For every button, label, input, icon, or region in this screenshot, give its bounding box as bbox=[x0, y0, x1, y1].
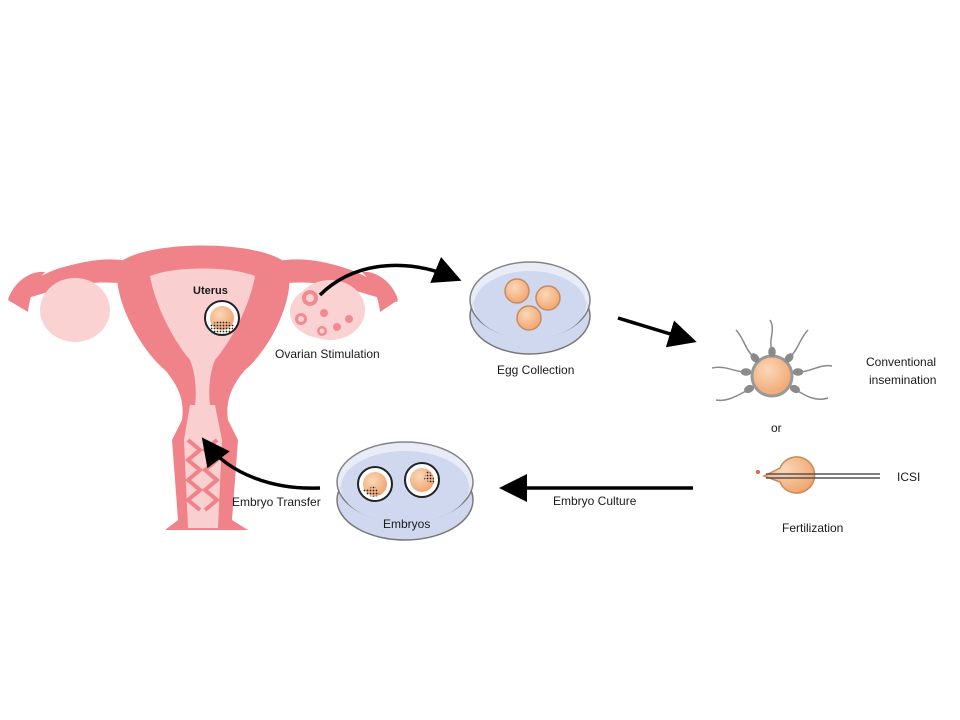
egg-cell-icon bbox=[504, 278, 530, 304]
ovary-icon bbox=[290, 286, 354, 338]
conventional-insemination-label-line2: insemination bbox=[869, 373, 937, 387]
ovarian-stimulation-label: Ovarian Stimulation bbox=[275, 347, 380, 361]
cervical-canal bbox=[184, 405, 222, 528]
petri-dish-icon bbox=[469, 261, 591, 355]
egg-cell-icon bbox=[535, 285, 561, 311]
embryos-label: Embryos bbox=[383, 517, 431, 531]
conventional-insemination-label-line1: Conventional bbox=[866, 355, 937, 369]
sperm-icon bbox=[711, 319, 833, 402]
uterus-illustration bbox=[8, 245, 398, 530]
egg-cell-icon bbox=[516, 305, 542, 331]
embryo-culture-label: Embryo Culture bbox=[553, 494, 637, 508]
left-ovary bbox=[40, 278, 110, 342]
arrow-dish-to-fertilization bbox=[617, 316, 697, 348]
icsi-label: ICSI bbox=[897, 470, 921, 484]
uterus-label: Uterus bbox=[193, 285, 228, 297]
arrow-embryo-transfer bbox=[201, 437, 321, 490]
insemination-icon bbox=[711, 319, 833, 402]
embryo-transfer-label: Embryo Transfer bbox=[232, 495, 321, 509]
egg-collection-label: Egg Collection bbox=[497, 363, 575, 377]
icsi-pipette-icon bbox=[766, 473, 880, 479]
embryo-icon bbox=[357, 466, 393, 502]
embryo-icon bbox=[404, 462, 440, 498]
arrow-ovary-to-dish bbox=[318, 256, 462, 297]
fertilization-label: Fertilization bbox=[782, 521, 844, 535]
icsi-icon bbox=[756, 456, 880, 494]
embryo-icon bbox=[204, 300, 240, 336]
or-label: or bbox=[771, 421, 782, 435]
petri-dish-icon bbox=[336, 441, 474, 541]
